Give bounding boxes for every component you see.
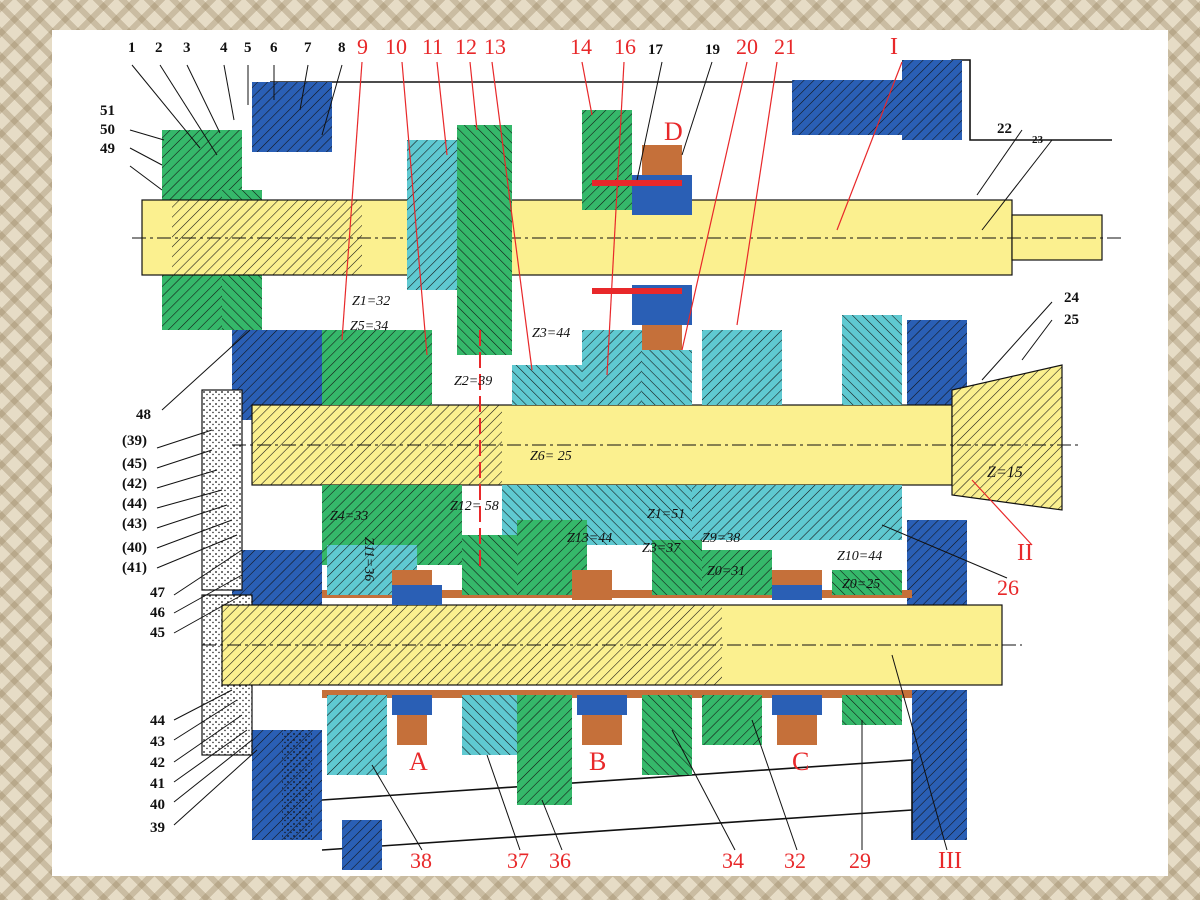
leader-lines bbox=[129, 61, 1053, 851]
label-part-19: 19 bbox=[705, 42, 720, 58]
label-part-44-paren: (44) bbox=[122, 496, 147, 512]
label-part-42: 42 bbox=[150, 755, 165, 771]
gear-label-z-31: Z0=31 bbox=[707, 564, 745, 579]
label-part-51: 51 bbox=[100, 103, 115, 119]
shaft-I bbox=[132, 199, 1122, 276]
gears-shaft-III bbox=[327, 520, 902, 805]
gear-label-z11-36: Z11=36 bbox=[361, 537, 376, 581]
gear-tooth-labels: Z1=32 Z5=34 Z3=44 Z2=39 Z6= 25 Z=15 Z4=3… bbox=[330, 294, 1023, 592]
label-part-43: 43 bbox=[150, 734, 165, 750]
top-part-labels: 1 2 3 4 5 6 7 8 9 10 11 12 13 14 16 17 1… bbox=[128, 34, 898, 60]
shaft-II bbox=[232, 364, 1082, 511]
label-part-40-paren: (40) bbox=[122, 540, 147, 556]
label-part-26: 26 bbox=[997, 575, 1019, 600]
label-part-24: 24 bbox=[1064, 290, 1080, 306]
label-part-17: 17 bbox=[648, 42, 664, 58]
label-part-32: 32 bbox=[784, 848, 806, 873]
gear-label-z2-39: Z2=39 bbox=[454, 374, 492, 389]
gear-label-z9-38: Z9=38 bbox=[702, 531, 740, 546]
label-part-25: 25 bbox=[1064, 312, 1079, 328]
label-part-10: 10 bbox=[385, 34, 407, 59]
gear-label-z-15: Z=15 bbox=[987, 464, 1023, 481]
gear-label-z-25: Z0=25 bbox=[842, 577, 880, 592]
gear-label-z10-44: Z10=44 bbox=[837, 549, 882, 564]
gear-label-z4-33: Z4=33 bbox=[330, 509, 368, 524]
gear-label-z13-44: Z13=44 bbox=[567, 531, 612, 546]
label-part-45-paren: (45) bbox=[122, 456, 147, 472]
label-shaft-II: II bbox=[1017, 540, 1033, 566]
label-part-14: 14 bbox=[570, 34, 592, 59]
label-part-47: 47 bbox=[150, 585, 166, 601]
shaft-III bbox=[202, 590, 1022, 698]
shift-letters: A B C D bbox=[409, 117, 809, 776]
gear-label-z-37: Z3=37 bbox=[642, 541, 681, 556]
label-part-8: 8 bbox=[338, 40, 346, 56]
label-part-50: 50 bbox=[100, 122, 115, 138]
label-part-40: 40 bbox=[150, 797, 165, 813]
label-part-1: 1 bbox=[128, 40, 136, 56]
label-part-2: 2 bbox=[155, 40, 163, 56]
label-part-12: 12 bbox=[455, 34, 477, 59]
label-part-13: 13 bbox=[484, 34, 506, 59]
label-part-48: 48 bbox=[136, 407, 151, 423]
letter-B: B bbox=[589, 747, 606, 776]
gearbox-housing bbox=[201, 59, 1112, 870]
letter-C: C bbox=[792, 747, 809, 776]
left-part-labels: 51 50 49 48 (39) (45) (42) (44) (43) (40… bbox=[100, 103, 166, 836]
gear-label-z1-32: Z1=32 bbox=[352, 294, 390, 309]
label-part-3: 3 bbox=[183, 40, 191, 56]
label-part-39: 39 bbox=[150, 820, 165, 836]
letter-D: D bbox=[664, 117, 683, 146]
gear-label-z-51: Z1=51 bbox=[647, 507, 685, 522]
gear-label-z12-58: Z12= 58 bbox=[450, 499, 499, 514]
label-part-36: 36 bbox=[549, 848, 571, 873]
label-part-39-paren: (39) bbox=[122, 433, 147, 449]
drawing-panel: 1 2 3 4 5 6 7 8 9 10 11 12 13 14 16 17 1… bbox=[52, 30, 1168, 876]
label-part-37: 37 bbox=[507, 848, 529, 873]
gear-label-z6-25: Z6= 25 bbox=[530, 449, 572, 464]
label-part-16: 16 bbox=[614, 34, 636, 59]
label-part-49: 49 bbox=[100, 141, 115, 157]
gear-label-z3-44: Z3=44 bbox=[532, 326, 570, 341]
label-part-42-paren: (42) bbox=[122, 476, 147, 492]
label-part-46: 46 bbox=[150, 605, 166, 621]
letter-A: A bbox=[409, 747, 428, 776]
label-part-4: 4 bbox=[220, 40, 228, 56]
label-part-23: 23 bbox=[1032, 134, 1044, 146]
label-part-11: 11 bbox=[422, 34, 443, 59]
label-part-22: 22 bbox=[997, 121, 1012, 137]
label-part-9: 9 bbox=[357, 34, 368, 59]
label-part-38: 38 bbox=[410, 848, 432, 873]
label-part-5: 5 bbox=[244, 40, 252, 56]
label-shaft-III: III bbox=[938, 848, 962, 874]
label-part-29: 29 bbox=[849, 848, 871, 873]
gearbox-cross-section: 1 2 3 4 5 6 7 8 9 10 11 12 13 14 16 17 1… bbox=[100, 34, 1122, 874]
label-part-7: 7 bbox=[304, 40, 312, 56]
label-part-44: 44 bbox=[150, 713, 166, 729]
right-part-labels: 22 23 24 25 II 26 bbox=[997, 121, 1080, 600]
label-part-41-paren: (41) bbox=[122, 560, 147, 576]
label-part-45: 45 bbox=[150, 625, 165, 641]
label-part-34: 34 bbox=[722, 848, 744, 873]
label-shaft-I: I bbox=[890, 34, 898, 60]
label-part-43-paren: (43) bbox=[122, 516, 147, 532]
bottom-part-labels: 38 37 36 34 32 29 III bbox=[410, 848, 962, 874]
label-part-21: 21 bbox=[774, 34, 796, 59]
label-part-6: 6 bbox=[270, 40, 278, 56]
gears-shaft-I bbox=[407, 110, 692, 355]
label-part-20: 20 bbox=[736, 34, 758, 59]
gear-label-z5-34: Z5=34 bbox=[350, 319, 388, 334]
label-part-41: 41 bbox=[150, 776, 165, 792]
